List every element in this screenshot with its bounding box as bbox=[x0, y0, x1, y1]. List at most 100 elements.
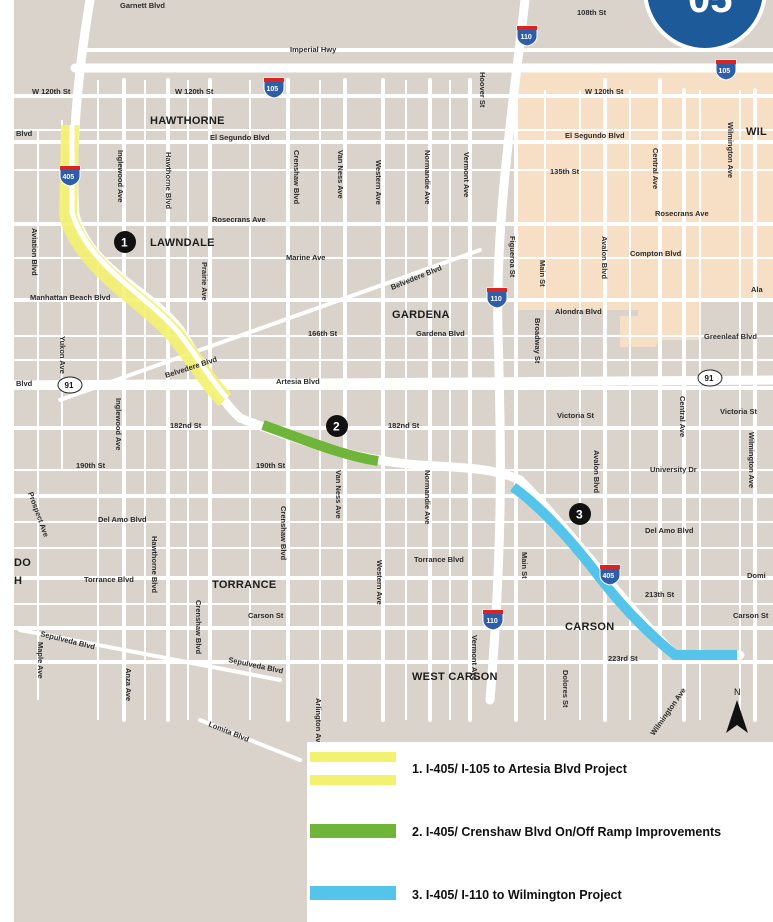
shield-number: 105 bbox=[719, 68, 731, 75]
street-label: Carson St bbox=[248, 611, 284, 620]
street-label: Victoria St bbox=[557, 411, 594, 420]
street-label: Ala bbox=[751, 285, 764, 294]
legend-swatch-1b bbox=[310, 775, 396, 785]
street-label: Van Ness Ave bbox=[336, 150, 345, 199]
street-label: Arlington Ave bbox=[314, 698, 323, 747]
interstate-shield-cap-icon bbox=[517, 26, 537, 30]
interstate-shield-icon bbox=[599, 564, 621, 586]
legend-swatch-3 bbox=[310, 886, 396, 900]
shield-number: 105 bbox=[267, 86, 279, 93]
shield-number: 110 bbox=[521, 34, 532, 41]
street-label: Rosecrans Ave bbox=[655, 209, 709, 218]
arterial-roads bbox=[12, 48, 773, 762]
street-label: Greenleaf Blvd bbox=[704, 332, 757, 341]
street-label: El Segundo Blvd bbox=[565, 131, 625, 140]
street-label: Torrance Blvd bbox=[414, 555, 464, 564]
interstate-shield-cap-icon bbox=[487, 288, 507, 292]
street-label: Vermont Ave bbox=[462, 152, 471, 197]
interstate-shield-cap-icon bbox=[716, 60, 736, 64]
label-gardena: GARDENA bbox=[392, 309, 450, 321]
interstate-shield-icon bbox=[516, 25, 538, 47]
north-arrow-icon bbox=[726, 700, 748, 733]
street-label: 182nd St bbox=[388, 421, 420, 430]
street-label: Inglewood Ave bbox=[116, 150, 125, 202]
street-label: Avalon Blvd bbox=[600, 236, 609, 279]
street-label: Aviation Blvd bbox=[30, 228, 39, 276]
project-2-corridor bbox=[261, 420, 379, 466]
shield-i110-top: 110 bbox=[516, 25, 538, 47]
street-label: Compton Blvd bbox=[630, 249, 682, 258]
state-route-shield-icon bbox=[697, 369, 723, 387]
area-labels: HAWTHORNE LAWNDALE GARDENA TORRANCE CARS… bbox=[14, 115, 767, 683]
street-labels-vertical: Aviation Blvd Inglewood Ave Inglewood Av… bbox=[30, 72, 756, 747]
street-label: Gardena Blvd bbox=[416, 329, 465, 338]
label-lawndale: LAWNDALE bbox=[150, 237, 215, 249]
street-label: Rosecrans Ave bbox=[212, 215, 266, 224]
freeway-i110 bbox=[485, 0, 530, 705]
interstate-shield-cap-icon bbox=[483, 610, 503, 614]
north-arrow: N bbox=[726, 687, 748, 733]
interstate-shield-icon bbox=[482, 609, 504, 631]
marker-number: 2 bbox=[333, 420, 340, 434]
shield-i105-left: 105 bbox=[263, 77, 285, 99]
street-label: Dolores St bbox=[561, 670, 570, 708]
marker-number: 1 bbox=[121, 236, 128, 250]
label-partial-do: DO bbox=[14, 557, 31, 569]
street-label: W 120th St bbox=[175, 87, 214, 96]
street-label: 223rd St bbox=[608, 654, 638, 663]
street-label: Anza Ave bbox=[124, 668, 133, 701]
street-label: 108th St bbox=[577, 8, 607, 17]
street-label: Crenshaw Blvd bbox=[279, 506, 288, 561]
street-label: Del Amo Blvd bbox=[98, 515, 147, 524]
street-label: Imperial Hwy bbox=[290, 45, 337, 54]
shield-number: 110 bbox=[491, 296, 502, 303]
street-label: Marine Ave bbox=[286, 253, 325, 262]
interstate-shield-icon bbox=[715, 59, 737, 81]
street-label: Domi bbox=[747, 571, 766, 580]
street-label: 135th St bbox=[550, 167, 580, 176]
label-partial-h: H bbox=[14, 575, 22, 587]
freeway-ca91 bbox=[9, 375, 773, 390]
interstate-shield-icon bbox=[59, 165, 81, 187]
street-label: 182nd St bbox=[170, 421, 202, 430]
shield-number: 91 bbox=[65, 381, 74, 390]
project-1-corridor bbox=[58, 124, 232, 407]
street-label: Central Ave bbox=[651, 148, 660, 189]
district-badge: 05 bbox=[643, 0, 767, 52]
shield-number: 405 bbox=[603, 573, 615, 580]
label-hawthorne: HAWTHORNE bbox=[150, 115, 225, 127]
project-marker-1: 1 bbox=[114, 231, 136, 253]
interstate-shield-icon bbox=[486, 287, 508, 309]
north-label: N bbox=[734, 687, 741, 697]
state-route-shield-icon bbox=[57, 376, 83, 394]
label-partial-wil: WIL bbox=[746, 126, 767, 138]
project-marker-2: 2 bbox=[326, 415, 348, 437]
street-label: Crenshaw Blvd bbox=[292, 150, 301, 205]
shield-i110-bottom: 110 bbox=[482, 609, 504, 631]
street-label: Torrance Blvd bbox=[84, 575, 134, 584]
shield-i405-upper: 405 bbox=[59, 165, 81, 187]
street-label: Artesia Blvd bbox=[276, 377, 320, 386]
marker-circle bbox=[114, 231, 136, 253]
street-label: Western Ave bbox=[374, 160, 383, 205]
legend-label-1: 1. I-405/ I-105 to Artesia Blvd Project bbox=[412, 762, 628, 776]
street-label: Normandie Ave bbox=[423, 150, 432, 204]
street-label: W 120th St bbox=[32, 87, 71, 96]
street-label: Victoria St bbox=[720, 407, 757, 416]
legend: 1. I-405/ I-105 to Artesia Blvd Project … bbox=[307, 742, 773, 922]
legend-label-3: 3. I-405/ I-110 to Wilmington Project bbox=[412, 888, 622, 902]
street-label: Hawthorne Blvd bbox=[164, 152, 173, 210]
street-label: Hoover St bbox=[478, 72, 487, 108]
interstate-shield-cap-icon bbox=[264, 78, 284, 82]
marker-circle bbox=[569, 503, 591, 525]
marker-circle bbox=[326, 415, 348, 437]
shield-i105-right: 105 bbox=[715, 59, 737, 81]
street-label: Crenshaw Blvd bbox=[194, 600, 203, 655]
street-label: Western Ave bbox=[375, 560, 384, 605]
district-badge-circle bbox=[643, 0, 767, 52]
street-label: Wilmington Ave bbox=[726, 122, 735, 178]
street-label: 190th St bbox=[76, 461, 106, 470]
interstate-shield-cap-icon bbox=[60, 166, 80, 170]
street-label: Del Amo Blvd bbox=[645, 526, 694, 535]
street-label: Prairie Ave bbox=[200, 262, 209, 301]
